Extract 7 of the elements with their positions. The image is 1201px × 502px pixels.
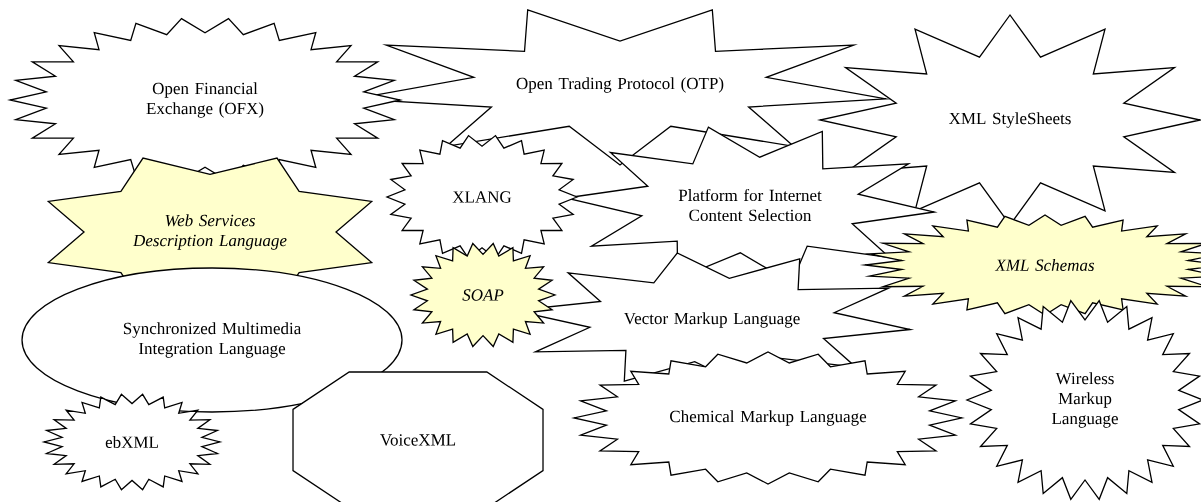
node-label: Wireless Markup Language	[1051, 372, 1118, 428]
starburst: Wireless Markup Language	[965, 299, 1201, 501]
node-label: ebXML	[105, 436, 158, 448]
node-label: Chemical Markup Language	[670, 410, 867, 426]
starburst: XML Schemas	[859, 214, 1201, 316]
octagon: VoiceXML	[292, 371, 544, 502]
node-label: VoiceXML	[380, 434, 456, 446]
